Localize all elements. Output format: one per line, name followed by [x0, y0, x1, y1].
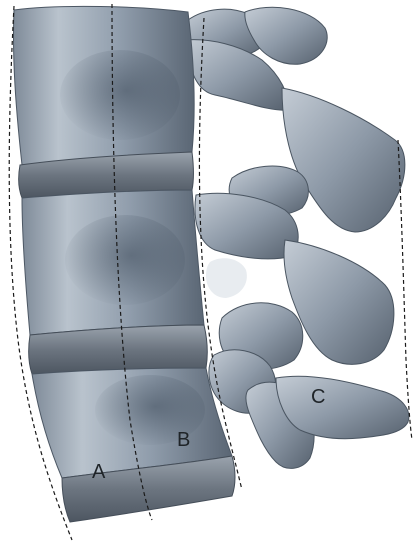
posterior-elements	[185, 7, 409, 468]
intervertebral-disc-2	[29, 325, 208, 374]
intervertebral-foramen-upper	[191, 111, 246, 172]
label-c: C	[311, 386, 325, 408]
transverse-process-1	[245, 7, 327, 64]
label-b: B	[177, 429, 190, 451]
posterior-guide	[398, 140, 412, 440]
intervertebral-foramen-middle	[206, 258, 247, 298]
label-a: A	[92, 461, 106, 483]
spinous-process-1	[282, 88, 405, 232]
